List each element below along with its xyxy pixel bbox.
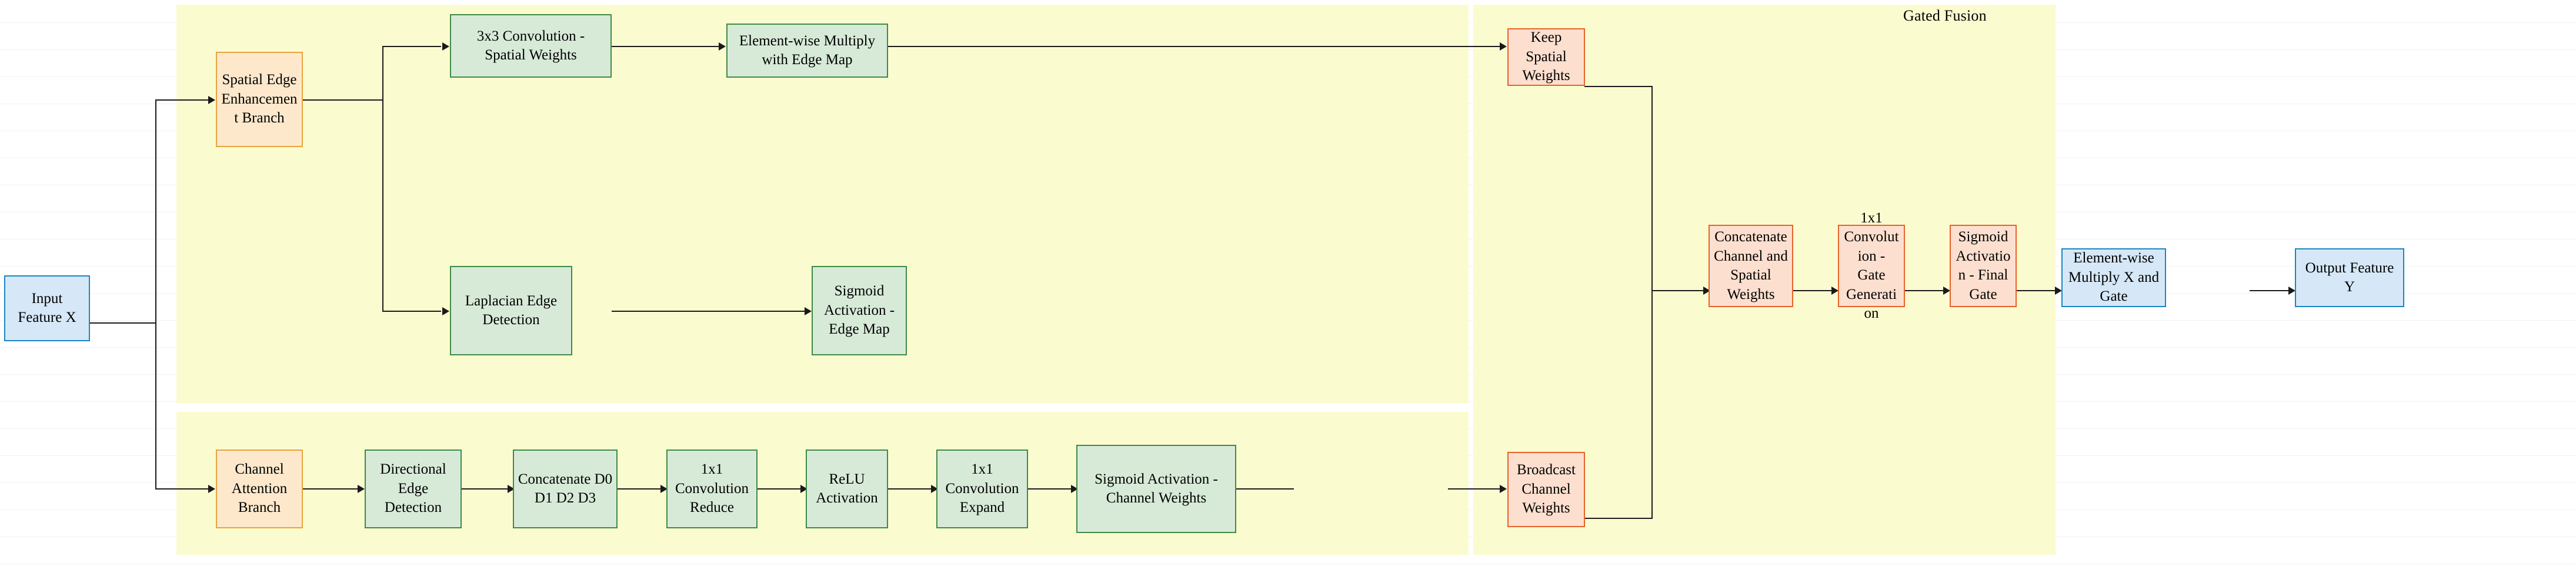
node-conv1x1-expand-label: 1x1 Convolution Expand <box>945 461 1019 516</box>
node-spatial-edge-branch[interactable]: Spatial Edge Enhancement Branch <box>216 52 303 147</box>
connector-directional-to-concat <box>462 488 512 490</box>
connector-multiply-to-keep-spatial <box>888 46 1506 47</box>
connector-broadcast-out <box>1584 518 1653 519</box>
connector-reduce-to-relu <box>758 488 805 490</box>
node-elementwise-multiply-gate[interactable]: Element-wise Multiply X and Gate <box>2061 248 2166 307</box>
connector-conv3x3-to-multiply-2 <box>663 46 719 47</box>
arrowhead-broadcast <box>1500 485 1507 493</box>
arrowhead-directional <box>358 485 365 493</box>
connector-bus-to-channel-branch <box>155 488 212 490</box>
connector-merge-to-concat <box>1651 290 1707 291</box>
arrowhead-keep-spatial <box>1500 42 1507 51</box>
node-sigmoid-final-gate[interactable]: Sigmoid Activation - Final Gate <box>1950 225 2017 307</box>
node-concat-d0d1d2d3[interactable]: Concatenate D0 D1 D2 D3 <box>513 450 618 528</box>
connector-sigmoid-channel-to-broadcast <box>1235 488 1294 490</box>
node-spatial-edge-branch-label: Spatial Edge Enhancement Branch <box>221 72 298 126</box>
arrowhead-multiply-gate <box>2055 287 2062 295</box>
connector-channel-branch-to-directional <box>303 488 362 490</box>
connector-sigmoid-channel-to-broadcast-2 <box>1448 488 1502 490</box>
arrowhead-conv-reduce <box>660 485 668 493</box>
node-input-feature[interactable]: Input Feature X <box>4 275 90 341</box>
connector-expand-to-sigmoid-channel <box>1028 488 1075 490</box>
arrowhead-channel-branch <box>208 485 215 493</box>
node-input-feature-label: Input Feature X <box>18 290 76 326</box>
node-broadcast-channel-weights-label: Broadcast Channel Weights <box>1517 462 1576 517</box>
connector-spatial-split-vertical <box>382 46 383 312</box>
node-broadcast-channel-weights[interactable]: Broadcast Channel Weights <box>1507 452 1585 527</box>
node-conv1x1-gate-label: 1x1 Convolution - Gate Generation <box>1844 209 1899 322</box>
node-sigmoid-channel-weights[interactable]: Sigmoid Activation - Channel Weights <box>1076 445 1236 533</box>
arrowhead-gate-conv <box>1831 287 1838 295</box>
connector-bus-to-spatial-branch <box>155 99 212 101</box>
node-output-feature[interactable]: Output Feature Y <box>2295 248 2404 307</box>
connector-split-to-laplacian <box>382 311 441 312</box>
connector-spatial-branch-out <box>303 99 383 101</box>
arrowhead-conv3x3 <box>442 42 449 51</box>
node-elementwise-multiply-edge[interactable]: Element-wise Multiply with Edge Map <box>726 24 888 78</box>
node-sigmoid-edge-map[interactable]: Sigmoid Activation - Edge Map <box>812 266 907 355</box>
connector-concat-to-gate-conv <box>1793 290 1835 291</box>
connector-gate-conv-to-sigmoid-final <box>1904 290 1947 291</box>
node-elementwise-multiply-gate-label: Element-wise Multiply X and Gate <box>2068 250 2160 305</box>
node-concat-d0d1d2d3-label: Concatenate D0 D1 D2 D3 <box>518 471 613 507</box>
node-output-feature-label: Output Feature Y <box>2305 259 2394 295</box>
node-keep-spatial-weights-label: Keep Spatial Weights <box>1522 29 1570 84</box>
node-conv1x1-gate[interactable]: 1x1 Convolution - Gate Generation <box>1838 210 1905 321</box>
connector-multiply-gate-to-output <box>2250 290 2292 291</box>
connector-merge-bus-vertical <box>1651 86 1653 519</box>
arrowhead-sigmoid-edge-map <box>805 307 812 315</box>
node-conv1x1-reduce[interactable]: 1x1 Convolution Reduce <box>666 450 758 528</box>
arrowhead-multiply-edge <box>719 42 726 51</box>
node-directional-edge-label: Directional Edge Detection <box>380 461 446 516</box>
arrowhead-laplacian <box>442 307 449 315</box>
connector-relu-to-expand <box>888 488 935 490</box>
node-relu-activation[interactable]: ReLU Activation <box>806 450 888 528</box>
node-channel-attention-branch[interactable]: Channel Attention Branch <box>216 450 303 528</box>
node-sigmoid-final-gate-label: Sigmoid Activation - Final Gate <box>1956 229 2011 302</box>
node-conv3x3-spatial-label: 3x3 Convolution - Spatial Weights <box>476 28 585 64</box>
node-conv1x1-expand[interactable]: 1x1 Convolution Expand <box>936 450 1028 528</box>
arrowhead-spatial-branch <box>208 96 215 104</box>
connector-concat-to-conv-reduce <box>618 488 665 490</box>
node-laplacian-edge[interactable]: Laplacian Edge Detection <box>450 266 572 355</box>
node-keep-spatial-weights[interactable]: Keep Spatial Weights <box>1507 28 1585 86</box>
arrowhead-sigmoid-final <box>1943 287 1950 295</box>
connector-sigmoid-final-to-multiply-gate <box>2016 290 2058 291</box>
node-concat-channel-spatial-label: Concatenate Channel and Spatial Weights <box>1714 229 1788 302</box>
node-directional-edge[interactable]: Directional Edge Detection <box>365 450 462 528</box>
node-concat-channel-spatial[interactable]: Concatenate Channel and Spatial Weights <box>1709 225 1793 307</box>
arrowhead-output-feature <box>2288 287 2295 295</box>
connector-split-to-conv3x3 <box>382 46 441 47</box>
connector-input-to-bus <box>90 322 156 324</box>
node-relu-activation-label: ReLU Activation <box>816 471 878 507</box>
node-sigmoid-edge-map-label: Sigmoid Activation - Edge Map <box>823 283 895 338</box>
gated-fusion-label: Gated Fusion <box>1903 7 1987 24</box>
connector-conv3x3-to-multiply <box>612 46 663 47</box>
node-channel-attention-branch-label: Channel Attention Branch <box>231 461 288 516</box>
connector-input-bus-vertical <box>155 99 156 490</box>
connector-keep-spatial-out <box>1584 86 1653 87</box>
node-conv1x1-reduce-label: 1x1 Convolution Reduce <box>675 461 749 516</box>
node-sigmoid-channel-weights-label: Sigmoid Activation - Channel Weights <box>1095 471 1218 507</box>
node-laplacian-edge-label: Laplacian Edge Detection <box>465 292 558 328</box>
connector-laplacian-to-sigmoid <box>612 311 809 312</box>
node-elementwise-multiply-edge-label: Element-wise Multiply with Edge Map <box>739 32 876 68</box>
node-conv3x3-spatial[interactable]: 3x3 Convolution - Spatial Weights <box>450 14 612 78</box>
